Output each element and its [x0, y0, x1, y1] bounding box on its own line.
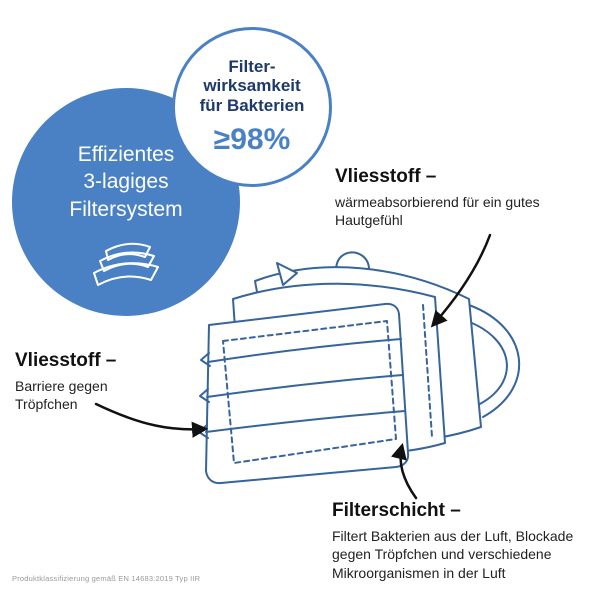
- callout-left-title: Vliesstoff –: [15, 350, 117, 371]
- callout-bottom-title: Filterschicht –: [332, 500, 461, 521]
- callout-filterschicht: Filterschicht – Filtert Bakterien aus de…: [332, 500, 600, 582]
- mask-pleat-notch-1: [200, 352, 211, 367]
- mask-pleat-line-2: [206, 374, 404, 398]
- feature-line2: 3-lagiges: [83, 170, 169, 194]
- mask-illustration: [198, 251, 521, 485]
- badge-title-line2: wirksamkeit: [203, 76, 301, 96]
- filter-efficacy-badge: Filter- wirksamkeit für Bakterien ≥98%: [172, 27, 332, 187]
- mask-front-stitch-border: [222, 320, 397, 464]
- callout-top-desc: wärmeabsorbierend für ein gutes Hautgefü…: [335, 194, 540, 229]
- feature-line3: Filtersystem: [69, 197, 183, 221]
- badge-title: Filter- wirksamkeit für Bakterien: [200, 57, 305, 114]
- callout-vliesstoff-top: Vliesstoff – wärmeabsorbierend für ein g…: [335, 166, 565, 230]
- badge-title-line1: Filter-: [228, 57, 276, 77]
- feature-line1: Effizientes: [77, 143, 175, 167]
- badge-value: ≥98%: [213, 122, 291, 156]
- mask-ear-loop-inner: [466, 320, 508, 406]
- feature-circle-text: Effizientes 3-lagiges Filtersystem: [69, 141, 182, 223]
- callout-vliesstoff-left: Vliesstoff – Barriere gegen Tröpfchen: [15, 350, 165, 414]
- mask-left-tab: [276, 262, 298, 286]
- mask-middle-stitch-line: [422, 304, 433, 438]
- callout-left-desc: Barriere gegen Tröpfchen: [15, 378, 108, 413]
- badge-title-line3: für Bakterien: [199, 95, 305, 115]
- product-classification-note: Produktklassifizierung gemäß EN 14683:20…: [12, 574, 201, 583]
- layered-mask-sheets-icon: [93, 242, 159, 286]
- callout-bottom-desc: Filtert Bakterien aus der Luft, Blockade…: [332, 528, 574, 581]
- callout-top-title: Vliesstoff –: [335, 166, 437, 187]
- mask-pleat-notch-2: [199, 388, 210, 403]
- mask-pleat-line-1: [207, 338, 402, 363]
